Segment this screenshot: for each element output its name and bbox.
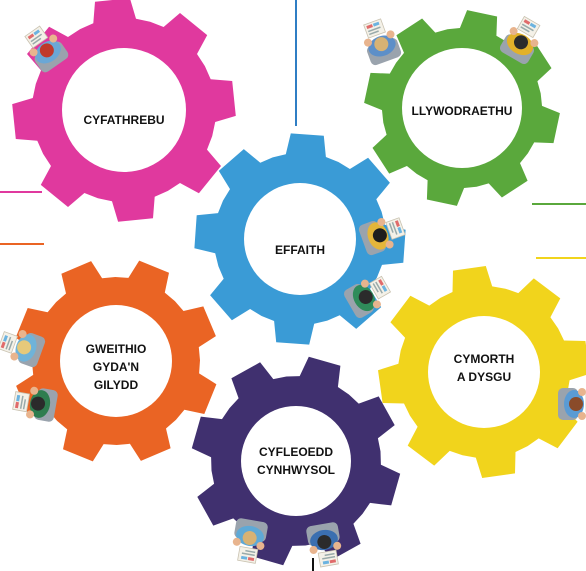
gear-cymorth-label: CYMORTH	[454, 352, 515, 366]
gear-cymorth-label: A DYSGU	[457, 370, 511, 384]
gear-gweithio-label: GWEITHIO	[86, 342, 147, 356]
gear-cyfathrebu-label: CYFATHREBU	[83, 113, 164, 127]
gear-effaith-center	[244, 183, 356, 295]
gear-cyfleoedd-center	[241, 406, 351, 516]
document-icon	[317, 549, 339, 568]
person-at-table-icon	[363, 18, 402, 66]
gear-cymorth: CYMORTH A DYSGU	[378, 266, 586, 478]
person-at-table-icon	[358, 217, 406, 256]
person-at-table-icon	[12, 386, 58, 422]
gear-cyfleoedd-label: CYFLEOEDD	[259, 445, 333, 459]
gear-gweithio-label: GYDA'N	[93, 360, 139, 374]
person-at-table-icon	[0, 329, 46, 368]
document-icon	[363, 18, 386, 39]
gears-group: CYFATHREBU LLYWODRAETHU EFFAITH GWEITHIO GYD…	[12, 0, 586, 566]
gear-gweithio-center	[60, 305, 172, 417]
person-at-table-icon	[232, 518, 268, 564]
gear-effaith-label: EFFAITH	[275, 243, 325, 257]
gear-gweithio: GWEITHIO GYDA'N GILYDD	[15, 260, 217, 462]
gear-gweithio-label: GILYDD	[94, 378, 139, 392]
person-at-table-icon	[306, 522, 342, 568]
gear-llywodraethu-center	[402, 48, 522, 168]
gear-cyfathrebu-center	[62, 48, 186, 172]
person-at-table-icon	[24, 25, 69, 73]
gear-cyfleoedd-label: CYNHWYSOL	[257, 463, 335, 477]
person-at-table-icon	[343, 275, 392, 319]
document-icon	[385, 217, 406, 240]
gear-cyfathrebu: CYFATHREBU	[12, 0, 236, 222]
person-at-table-icon	[499, 15, 541, 65]
gear-cyfleoedd: CYFLEOEDD CYNHWYSOL	[191, 356, 401, 566]
gear-cymorth-center	[428, 316, 540, 428]
person-at-table-icon	[558, 388, 586, 420]
gear-llywodraethu: LLYWODRAETHU	[364, 10, 560, 206]
gear-llywodraethu-label: LLYWODRAETHU	[412, 104, 513, 118]
people-group	[0, 15, 586, 568]
